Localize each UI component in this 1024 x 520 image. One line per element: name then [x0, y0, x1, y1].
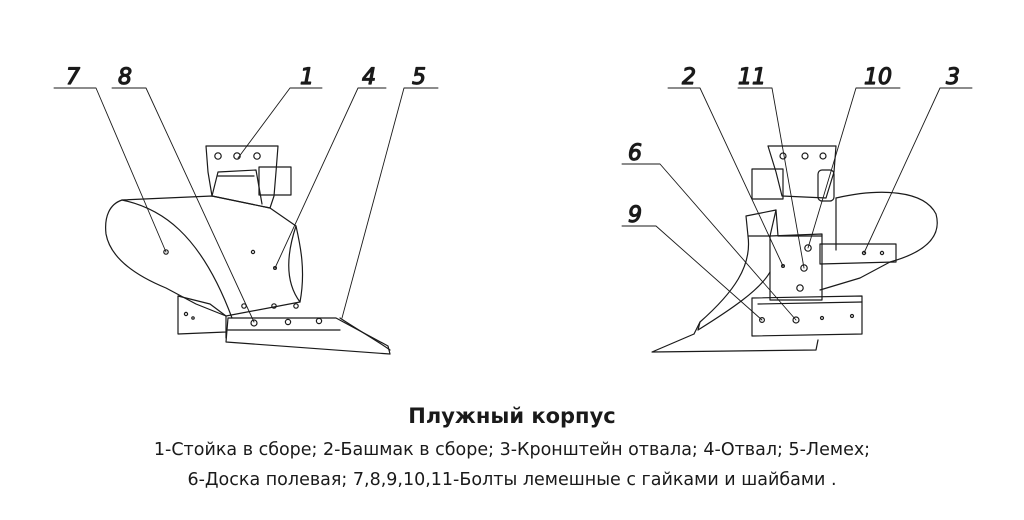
callout-3: 3	[946, 65, 960, 90]
callout-11: 11	[738, 65, 766, 90]
right-mouldboard	[775, 191, 938, 291]
left-view: 7 8 1 4 5	[53, 64, 439, 355]
left-mouldboard	[105, 195, 304, 319]
plough-body-drawing: 7 8 1 4 5	[53, 64, 973, 355]
callout-7: 7	[66, 65, 80, 90]
right-field-board	[751, 295, 863, 337]
left-stand	[205, 145, 292, 209]
legend-line-1: 1-Стойка в сборе; 2-Башмак в сборе; 3-Кр…	[153, 440, 871, 460]
legend-line-2: 6-Доска полевая; 7,8,9,10,11-Болты лемеш…	[187, 470, 837, 490]
callout-4: 4	[362, 65, 376, 90]
left-leaders	[53, 87, 439, 323]
callout-2: 2	[682, 65, 696, 90]
right-shoe	[769, 233, 823, 301]
callout-9: 9	[628, 203, 642, 228]
callout-6: 6	[628, 141, 642, 166]
right-leaders	[621, 87, 973, 321]
left-field-block	[177, 295, 227, 339]
right-stand	[751, 145, 837, 202]
callout-1: 1	[300, 65, 314, 90]
left-share	[225, 303, 391, 355]
right-view: 2 11 10 3 6 9	[621, 64, 973, 353]
right-share	[651, 209, 819, 353]
figure-title: Плужный корпус	[408, 404, 616, 428]
callout-8: 8	[118, 65, 132, 90]
right-bracket	[819, 243, 897, 265]
callout-10: 10	[864, 65, 892, 90]
callout-5: 5	[412, 65, 426, 90]
